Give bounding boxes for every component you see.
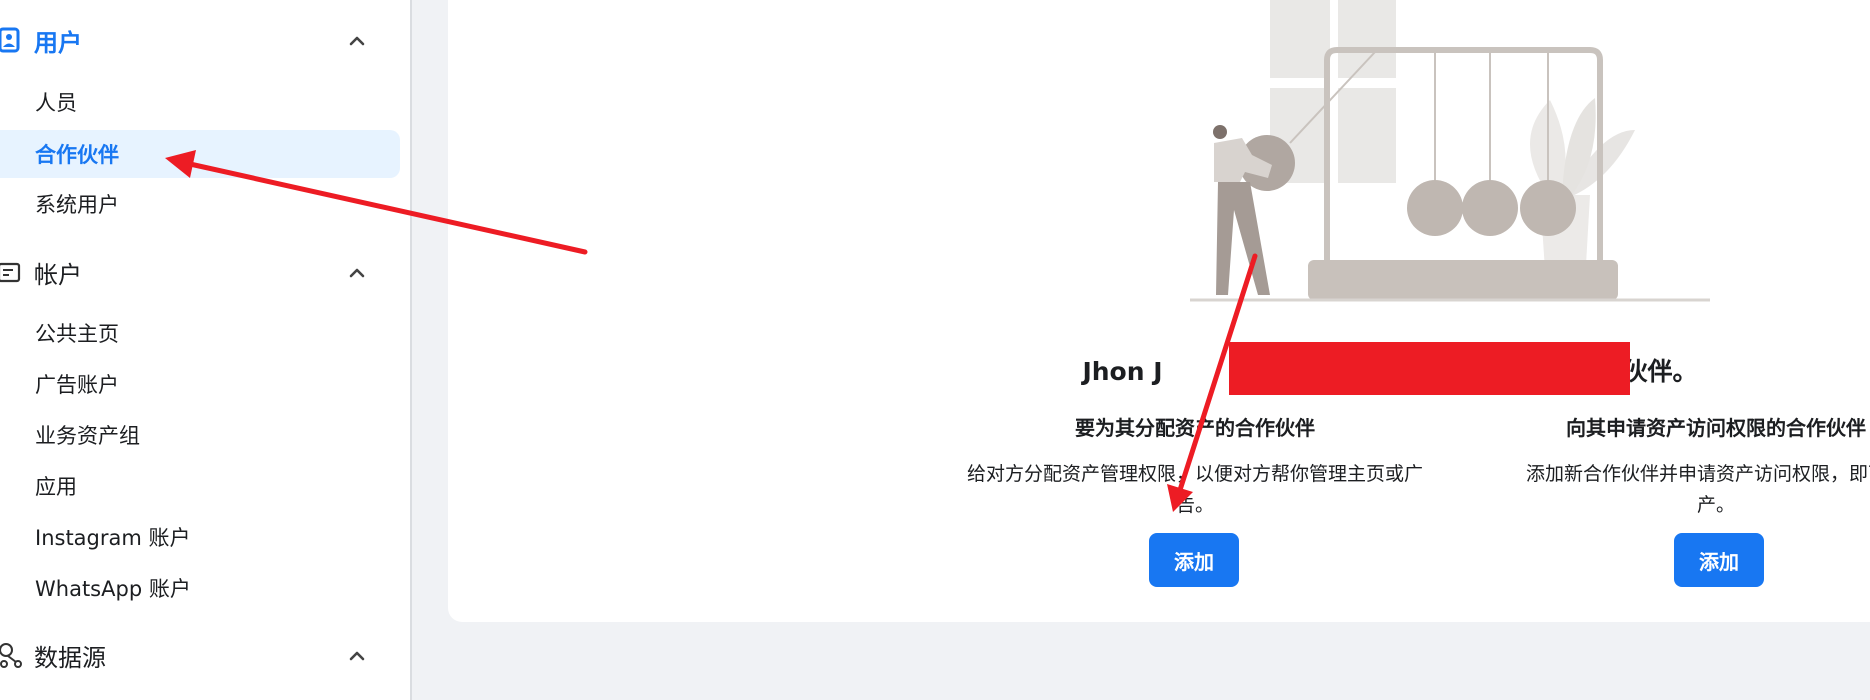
section-accounts-label: 帐户 [34,260,82,289]
accounts-icon [0,262,21,283]
main-card [448,0,1870,622]
request-access-partner-column: 向其申请资产访问权限的合作伙伴 添加新合作伙伴并申请资产访问权限，即可代 产。 [1456,412,1870,521]
request-access-desc-line1: 添加新合作伙伴并申请资产访问权限，即可代 [1525,463,1870,485]
add-assign-partner-button[interactable]: 添加 [1149,533,1239,587]
headline-prefix: Jhon J [1082,357,1163,386]
redaction-box [1229,342,1630,395]
assign-assets-desc-line2: 告。 [1175,494,1214,516]
sidebar-item-apps[interactable]: 应用 [35,475,77,499]
request-access-description: 添加新合作伙伴并申请资产访问权限，即可代 产。 [1456,459,1870,521]
add-request-partner-button[interactable]: 添加 [1674,533,1764,587]
chevron-up-icon[interactable] [346,30,368,52]
sidebar-item-ad-accounts[interactable]: 广告账户 [35,373,119,397]
chevron-up-icon[interactable] [346,262,368,284]
assign-assets-partner-column: 要为其分配资产的合作伙伴 给对方分配资产管理权限，以便对方帮你管理主页或广 告。 [935,412,1455,521]
section-users-label: 用户 [34,28,82,57]
assign-assets-desc-line1: 给对方分配资产管理权限，以便对方帮你管理主页或广 [966,463,1423,485]
section-data-sources-label: 数据源 [34,643,106,672]
assign-assets-description: 给对方分配资产管理权限，以便对方帮你管理主页或广 告。 [935,459,1455,521]
section-users[interactable]: 用户 [0,15,400,65]
request-access-desc-line2: 产。 [1696,494,1735,516]
sidebar-item-business-asset-groups[interactable]: 业务资产组 [35,424,140,448]
sidebar-item-people[interactable]: 人员 [35,91,77,115]
sidebar-item-pages[interactable]: 公共主页 [35,322,119,346]
section-accounts[interactable]: 帐户 [0,247,400,297]
chevron-up-icon[interactable] [346,645,368,667]
assign-assets-title: 要为其分配资产的合作伙伴 [1075,416,1315,440]
data-sources-icon [0,643,22,668]
sidebar-item-system-users[interactable]: 系统用户 [35,193,119,217]
users-icon [0,27,20,53]
request-access-title: 向其申请资产访问权限的合作伙伴 [1566,416,1866,440]
sidebar-item-whatsapp-accounts[interactable]: WhatsApp 账户 [35,577,191,601]
newtons-cradle-illustration [1190,0,1710,302]
sidebar: 用户 人员 合作伙伴 系统用户 帐户 公共主页 广告账户 业务资产组 应用 In… [0,0,412,700]
section-data-sources[interactable]: 数据源 [0,630,400,680]
sidebar-item-instagram-accounts[interactable]: Instagram 账户 [35,526,191,550]
sidebar-item-partners[interactable]: 合作伙伴 [0,130,400,178]
